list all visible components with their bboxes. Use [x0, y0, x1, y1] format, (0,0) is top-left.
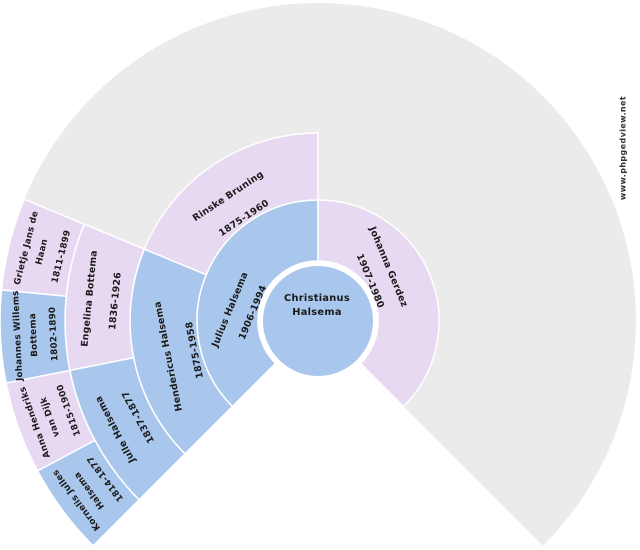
phpgedview-watermark: www.phpgedview.net: [618, 95, 628, 201]
person-name-label: Johannes Willems: [11, 290, 25, 382]
center-person-name: Halsema: [292, 307, 342, 318]
person-dates-label: 1802-1890: [48, 307, 61, 362]
center-person-circle[interactable]: [263, 266, 373, 376]
fan-segment-johanna-gerdez[interactable]: [317, 199, 440, 408]
fan-segment-grietje-jans-de-haan[interactable]: [0, 198, 86, 298]
center-person-name: Christianus: [284, 293, 350, 304]
person-name-label: Bottema: [28, 313, 40, 357]
fan-segment-rinske-bruning[interactable]: [143, 132, 319, 276]
